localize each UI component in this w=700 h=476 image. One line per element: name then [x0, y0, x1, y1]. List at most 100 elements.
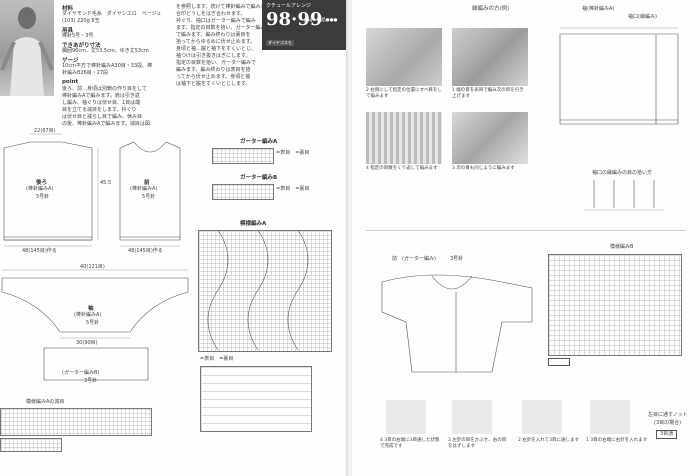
diagram-b-title: 模様編みB — [610, 244, 634, 250]
knot-symbol-box: 3目通 — [656, 430, 678, 439]
instr-right-10: ってから伏せ止めます。身頃と袖 — [176, 74, 251, 80]
label-tool: 用具 — [62, 28, 74, 34]
body-front-schematic — [381, 274, 533, 373]
cuff-title: 袖口(縁編み) — [628, 14, 657, 20]
stock-a-cables — [207, 229, 309, 351]
knot-cap-3: 3 左針の目をかぶせ、右の目をはずします — [448, 438, 507, 449]
chart-key-box — [548, 358, 570, 366]
cuff-note: 袖口の縁編みの目の拾い方 — [592, 170, 653, 176]
instr-right-8: 指定の目数を拾い、ガーター編みで — [176, 60, 257, 66]
sleeve-size: 5号針 — [86, 320, 100, 326]
page-gutter — [346, 0, 354, 476]
page-ref: page 作品●●● — [304, 18, 338, 23]
body-schematic — [3, 133, 181, 247]
right-page: 縁編みの方(例) 2 右側にして指定の位置にすべ目をして編みます 1 端の目を表… — [352, 0, 700, 476]
instr-right-5: 拾ってからゆるめに伏せ止めます。 — [176, 39, 256, 45]
cuff-pickup-diagram — [584, 180, 664, 211]
dim-sleeve: 40(121目) — [80, 264, 105, 270]
instr-right-1: 合印どうしをはぎ合わせます。 — [176, 11, 246, 17]
label-gauge: ゲージ — [62, 58, 79, 64]
pattern-number: 98·99 — [266, 9, 323, 30]
knot-subtitle: (3目の場合) — [654, 420, 682, 426]
knot-illus-3 — [452, 400, 492, 434]
label-point: point — [62, 79, 79, 85]
front-sub: (棒針編みA) — [130, 186, 158, 192]
chart-legend-1: =表目 =裏目 — [200, 356, 234, 362]
garter-b-title: ガーター編みB — [240, 175, 278, 181]
sleeve-sub: (棒針編みA) — [74, 312, 102, 318]
label-size: できあがり寸法 — [62, 43, 101, 49]
legend-grid — [200, 366, 312, 432]
dim-top: 22(67目) — [34, 128, 56, 134]
sleeve-schematic — [1, 269, 189, 381]
dim-back: 48(145目)作る — [22, 248, 57, 254]
material-detail: (103) 220g 8玉 — [62, 18, 100, 24]
knot-cap-1: 1 3目の右端に右針を入れます — [586, 438, 648, 443]
step-photo-4 — [366, 112, 442, 164]
stock-a-bottom-grid-2 — [0, 438, 62, 452]
gauge-text: 10cm平方で棒針編みA30目・33段、棒 — [62, 63, 153, 69]
garter-label: (ガーター編みB) — [62, 370, 100, 376]
back-size: 5号針 — [36, 194, 50, 200]
material-text: ダイヤモンド毛糸 ダイヤシエロ ベージュ — [62, 11, 162, 17]
sleeve-detail-schematic — [559, 27, 679, 125]
sleeve-title: 袖(棒針編みA) — [582, 6, 615, 12]
gauge-text-2: 針編みB26目・27段 — [62, 70, 109, 76]
instr-right-3: ます。指定の目数を拾い、ガーター編み — [176, 25, 266, 31]
section-divider — [366, 230, 686, 231]
model-photo — [0, 0, 54, 96]
knot-cap-2: 2 右針を入れて3目に通します — [518, 438, 580, 443]
instr-left-3: 目を立てる減目をします。衿ぐり — [62, 107, 137, 113]
knot-illus-1 — [590, 400, 630, 434]
body-label: 前 (ガーター編み) — [392, 256, 436, 262]
front-size: 5号針 — [142, 194, 156, 200]
garter-b-legend: =表目 =裏目 — [276, 186, 310, 192]
garter-b-grid — [212, 184, 274, 200]
body-size: 3号針 — [450, 256, 464, 262]
step-cap-2: 2 右側にして指定の位置にすべ目をして編みます — [366, 88, 442, 99]
step-photo-1 — [452, 28, 528, 86]
instr-right-6: 身頃と袖…脇と袖下をすくいとじ、 — [176, 46, 257, 52]
dim-bottom: 30(90目) — [76, 340, 98, 346]
knot-illus-2 — [522, 400, 562, 434]
series-label: クチュールアレンジ — [266, 3, 312, 9]
pattern-number-badge: クチュールアレンジ 98·99 page 作品●●● ダイヤコスモ — [262, 0, 346, 50]
step-photo-3 — [452, 112, 528, 164]
stock-a-bottom-title: 模様編みAの減目 — [26, 399, 65, 405]
step-photo-2 — [366, 28, 442, 86]
garter-a-legend: =表目 =裏目 — [276, 150, 310, 156]
back-label: 後ろ — [36, 180, 48, 186]
stock-a-title: 模様編みA — [240, 221, 267, 227]
tool-text: 棒針5号・3号 — [62, 33, 94, 39]
garter-size: 3号針 — [84, 378, 98, 384]
knot-cap-4: 4 3目の右端に3目通した状態で完成です — [380, 438, 440, 449]
step-cap-4: 4 指定の目数をくり返して編みます — [366, 166, 438, 171]
instr-right-0: を参照します。続けて棒針編みで編みます。 — [176, 4, 276, 10]
sleeve-label: 袖 — [88, 306, 94, 312]
step-title: 縁編みの方(例) — [472, 6, 510, 12]
step-cap-3: 3 次の目も同じように編みます — [452, 166, 515, 171]
instr-left-0: 後ろ、前…身頃は別鎖の作り目をして — [62, 86, 147, 92]
step-cap-1: 1 端の目を表目で編み次の目を引き上げます — [452, 88, 524, 99]
label-material: 材料 — [62, 6, 74, 12]
garter-a-title: ガーター編みA — [240, 139, 278, 145]
yarn-tag: ダイヤコスモ — [266, 40, 294, 46]
model-silhouette-icon — [0, 7, 54, 96]
dim-side: 45.5 — [100, 180, 112, 186]
size-text: 胸囲96cm、丈53.5cm、ゆき丈53cm — [62, 48, 149, 54]
instr-right-2: 衿ぐり、袖口はガーター編みで編み — [176, 18, 256, 24]
instr-right-9: 編みます。編み終わりは表目を拾 — [176, 67, 251, 73]
instr-left-2: し編み、袖ぐりは伏せ目、1目は端 — [62, 100, 141, 106]
knot-illus-4 — [386, 400, 426, 434]
stock-b-grid — [548, 254, 682, 356]
instr-left-1: 棒針編みAで編みます。肩は引き返 — [62, 93, 140, 99]
left-page: 材料 ダイヤモンド毛糸 ダイヤシエロ ベージュ (103) 220g 8玉 用具… — [0, 0, 348, 476]
knot-title: 左目に通すノット — [648, 412, 688, 418]
instr-right-4: で編みます。編み終わりは裏目を — [176, 32, 251, 38]
front-label: 前 — [144, 180, 150, 186]
stock-a-grid — [198, 230, 332, 352]
instr-right-7: 袖つけは引き抜きはぎにします。 — [176, 53, 251, 59]
back-sub: (棒針編みA) — [26, 186, 54, 192]
instr-left-4: は伏せ目と減らし目で編み、休み目 — [62, 114, 143, 120]
